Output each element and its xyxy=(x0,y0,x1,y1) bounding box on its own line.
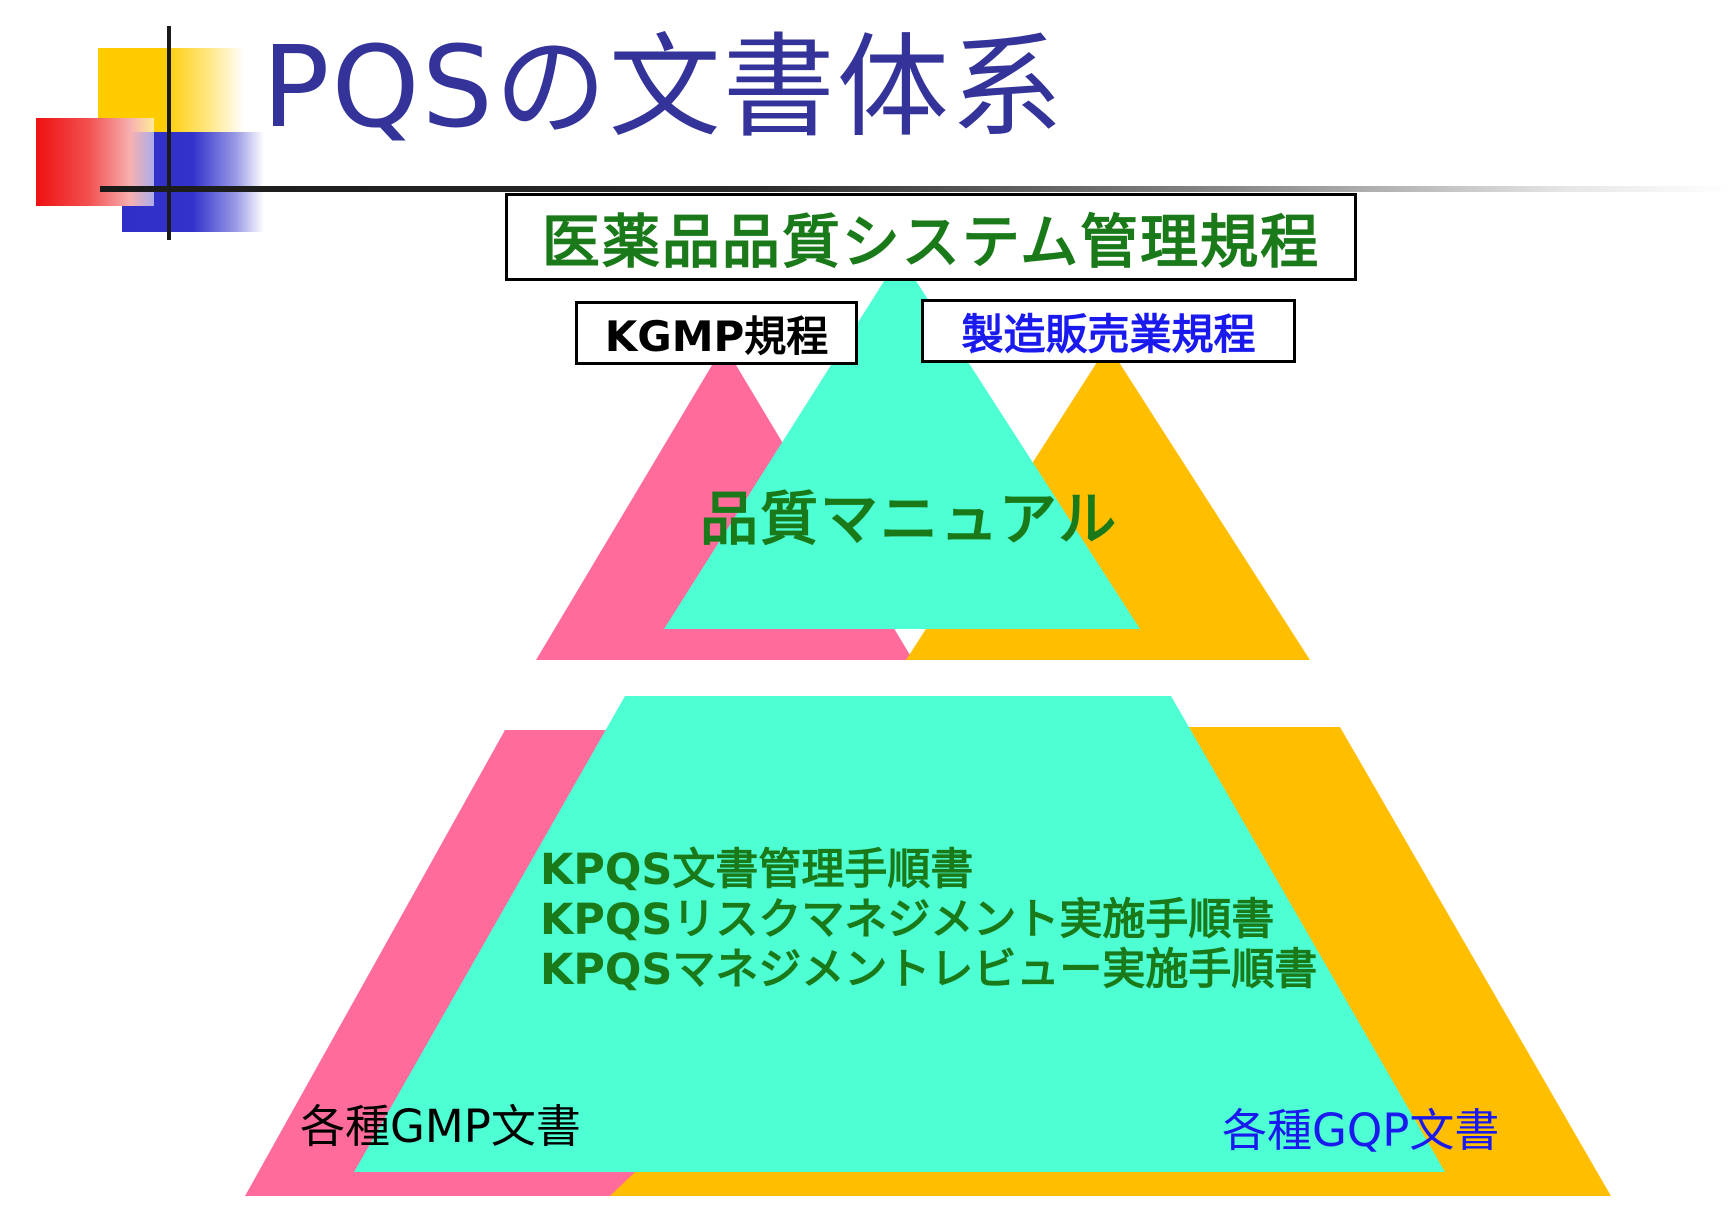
procedure-item: KPQSマネジメントレビュー実施手順書 xyxy=(540,945,1318,995)
decor-vertical-line xyxy=(167,26,171,240)
upper-aqua-triangle xyxy=(664,256,1140,629)
gmp-documents-label: 各種GMP文書 xyxy=(300,1100,581,1153)
slide-title: PQSの文書体系 xyxy=(262,23,1065,153)
quality-manual-label: 品質マニュアル xyxy=(700,485,1119,553)
kgmp-regulation-box: KGMP規程 xyxy=(575,301,858,365)
procedure-item: KPQS文書管理手順書 xyxy=(540,845,974,895)
lower-aqua-trapezoid xyxy=(354,696,1445,1172)
header-divider-line xyxy=(100,186,1730,192)
pharma-quality-system-regulation-box: 医薬品品質システム管理規程 xyxy=(505,193,1357,281)
procedure-item: KPQSリスクマネジメント実施手順書 xyxy=(540,895,1275,945)
gqp-documents-label: 各種GQP文書 xyxy=(1222,1104,1500,1157)
procedure-list: KPQS文書管理手順書 KPQSリスクマネジメント実施手順書 KPQSマネジメン… xyxy=(540,845,1317,995)
marketing-business-regulation-box: 製造販売業規程 xyxy=(921,299,1296,363)
